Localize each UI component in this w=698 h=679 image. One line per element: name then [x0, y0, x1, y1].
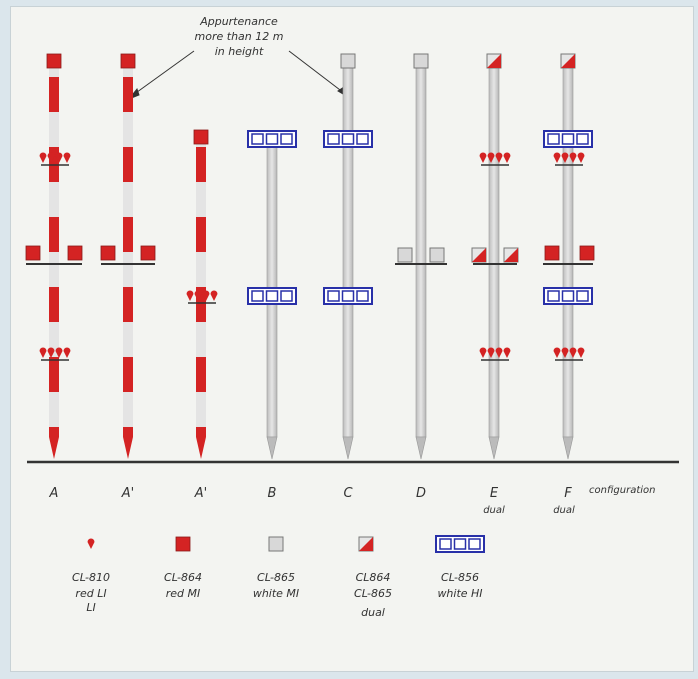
config-label-e: E: [490, 486, 499, 501]
legend-1-line3: LI: [86, 601, 95, 614]
config-label-c: C: [343, 486, 353, 501]
annotation-text: Appurtenance more than 12 m in height: [195, 15, 284, 58]
mast-a-prime-2: [187, 129, 218, 459]
legend-2-line2: red MI: [166, 587, 201, 600]
config-label-d: D: [416, 486, 426, 501]
lighting-configurations-diagram: Appurtenance more than 12 m in height: [25, 15, 679, 619]
mast-c: [323, 53, 373, 460]
svg-text:Appurtenance: Appurtenance: [199, 15, 278, 28]
configuration-labels: A A' A' B C D E dual F dual configuratio…: [49, 485, 656, 516]
config-label-a-prime-2: A': [194, 486, 207, 501]
config-label-a: A: [49, 486, 59, 501]
legend-3-line1: CL-865: [257, 571, 295, 584]
configuration-word: configuration: [589, 485, 656, 496]
config-label-f: F: [564, 486, 572, 501]
white-hi-icon: [435, 535, 485, 553]
legend-1-line1: CL-810: [72, 571, 110, 584]
annotation-arrows: [127, 50, 350, 101]
white-mi-icon: [268, 536, 284, 552]
red-li-icon: [87, 538, 95, 549]
mast-a: [25, 53, 83, 459]
diagram-frame: Appurtenance more than 12 m in height: [10, 6, 694, 672]
legend: CL-810 red LI LI CL-864 red MI CL-865 wh…: [72, 535, 485, 619]
mast-b: [247, 130, 297, 460]
config-sub-f: dual: [553, 505, 575, 516]
legend-4-line1: CL864: [356, 571, 391, 584]
red-mi-icon: [175, 536, 191, 552]
mast-a-prime-1: [100, 53, 156, 459]
mast-e: [471, 53, 519, 460]
dual-mi-icon: [358, 536, 374, 552]
config-label-a-prime-1: A': [121, 486, 134, 501]
svg-text:more than 12 m: more than 12 m: [195, 30, 284, 43]
config-sub-e: dual: [483, 505, 505, 516]
legend-4-line2: CL-865: [354, 587, 392, 600]
legend-1-line2: red LI: [75, 587, 106, 600]
mast-f: [543, 53, 595, 460]
legend-5-line1: CL-856: [441, 571, 479, 584]
svg-text:in height: in height: [215, 45, 264, 58]
legend-5-line2: white HI: [437, 587, 482, 600]
config-label-b: B: [268, 486, 277, 501]
legend-2-line1: CL-864: [164, 571, 202, 584]
legend-3-line2: white MI: [253, 587, 299, 600]
mast-d: [395, 53, 447, 460]
legend-4-line3: dual: [361, 606, 385, 619]
